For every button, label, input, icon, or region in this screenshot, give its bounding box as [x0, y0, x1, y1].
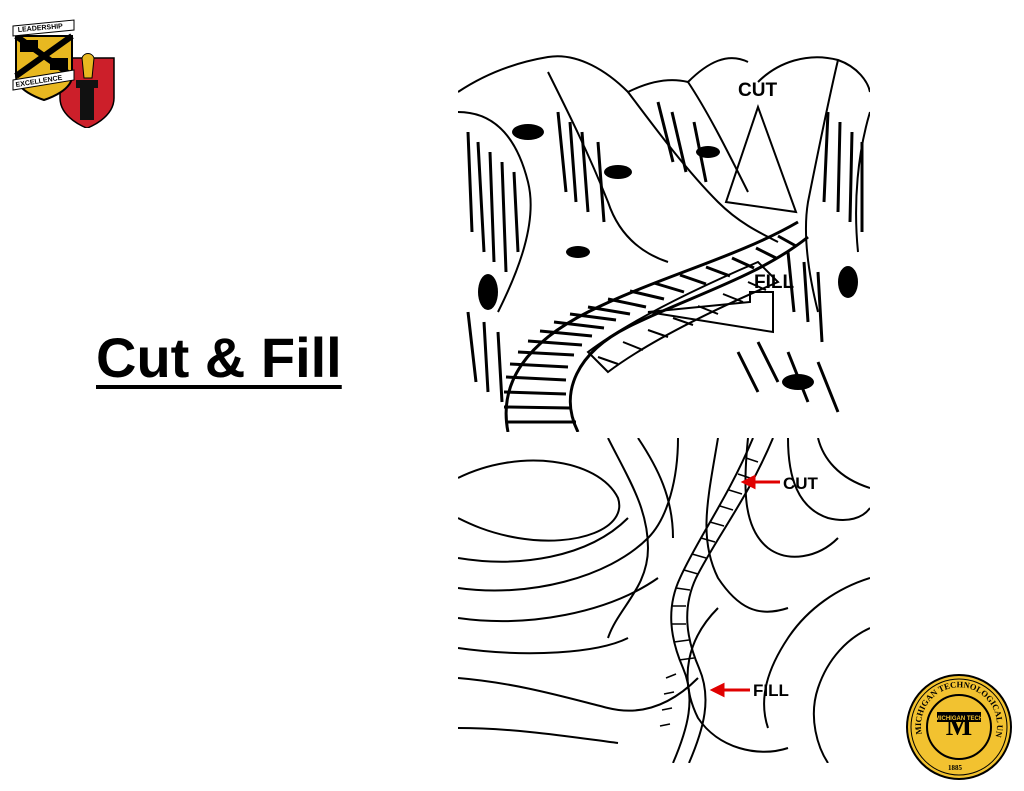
cut-label-map: CUT	[783, 474, 819, 493]
slide-title: Cut & Fill	[96, 326, 342, 389]
seal-center-text: MICHIGAN TECH	[935, 716, 983, 722]
mtu-seal: MICHIGAN TECHNOLOGICAL UNIVERSITY 1885 M…	[904, 672, 1012, 780]
rotc-logo: LEADERSHIP EXCELLENCE	[12, 19, 115, 128]
contour-map: CUT FILL	[458, 438, 870, 763]
fill-label-map: FILL	[753, 681, 789, 700]
railroad-cut-fill-sketch: CUT FILL	[458, 55, 870, 432]
cut-label-top: CUT	[738, 80, 777, 101]
fill-label-top: FILL	[754, 272, 794, 293]
seal-year: 1885	[948, 764, 963, 772]
rotc-banner-top-text: LEADERSHIP	[18, 23, 64, 34]
